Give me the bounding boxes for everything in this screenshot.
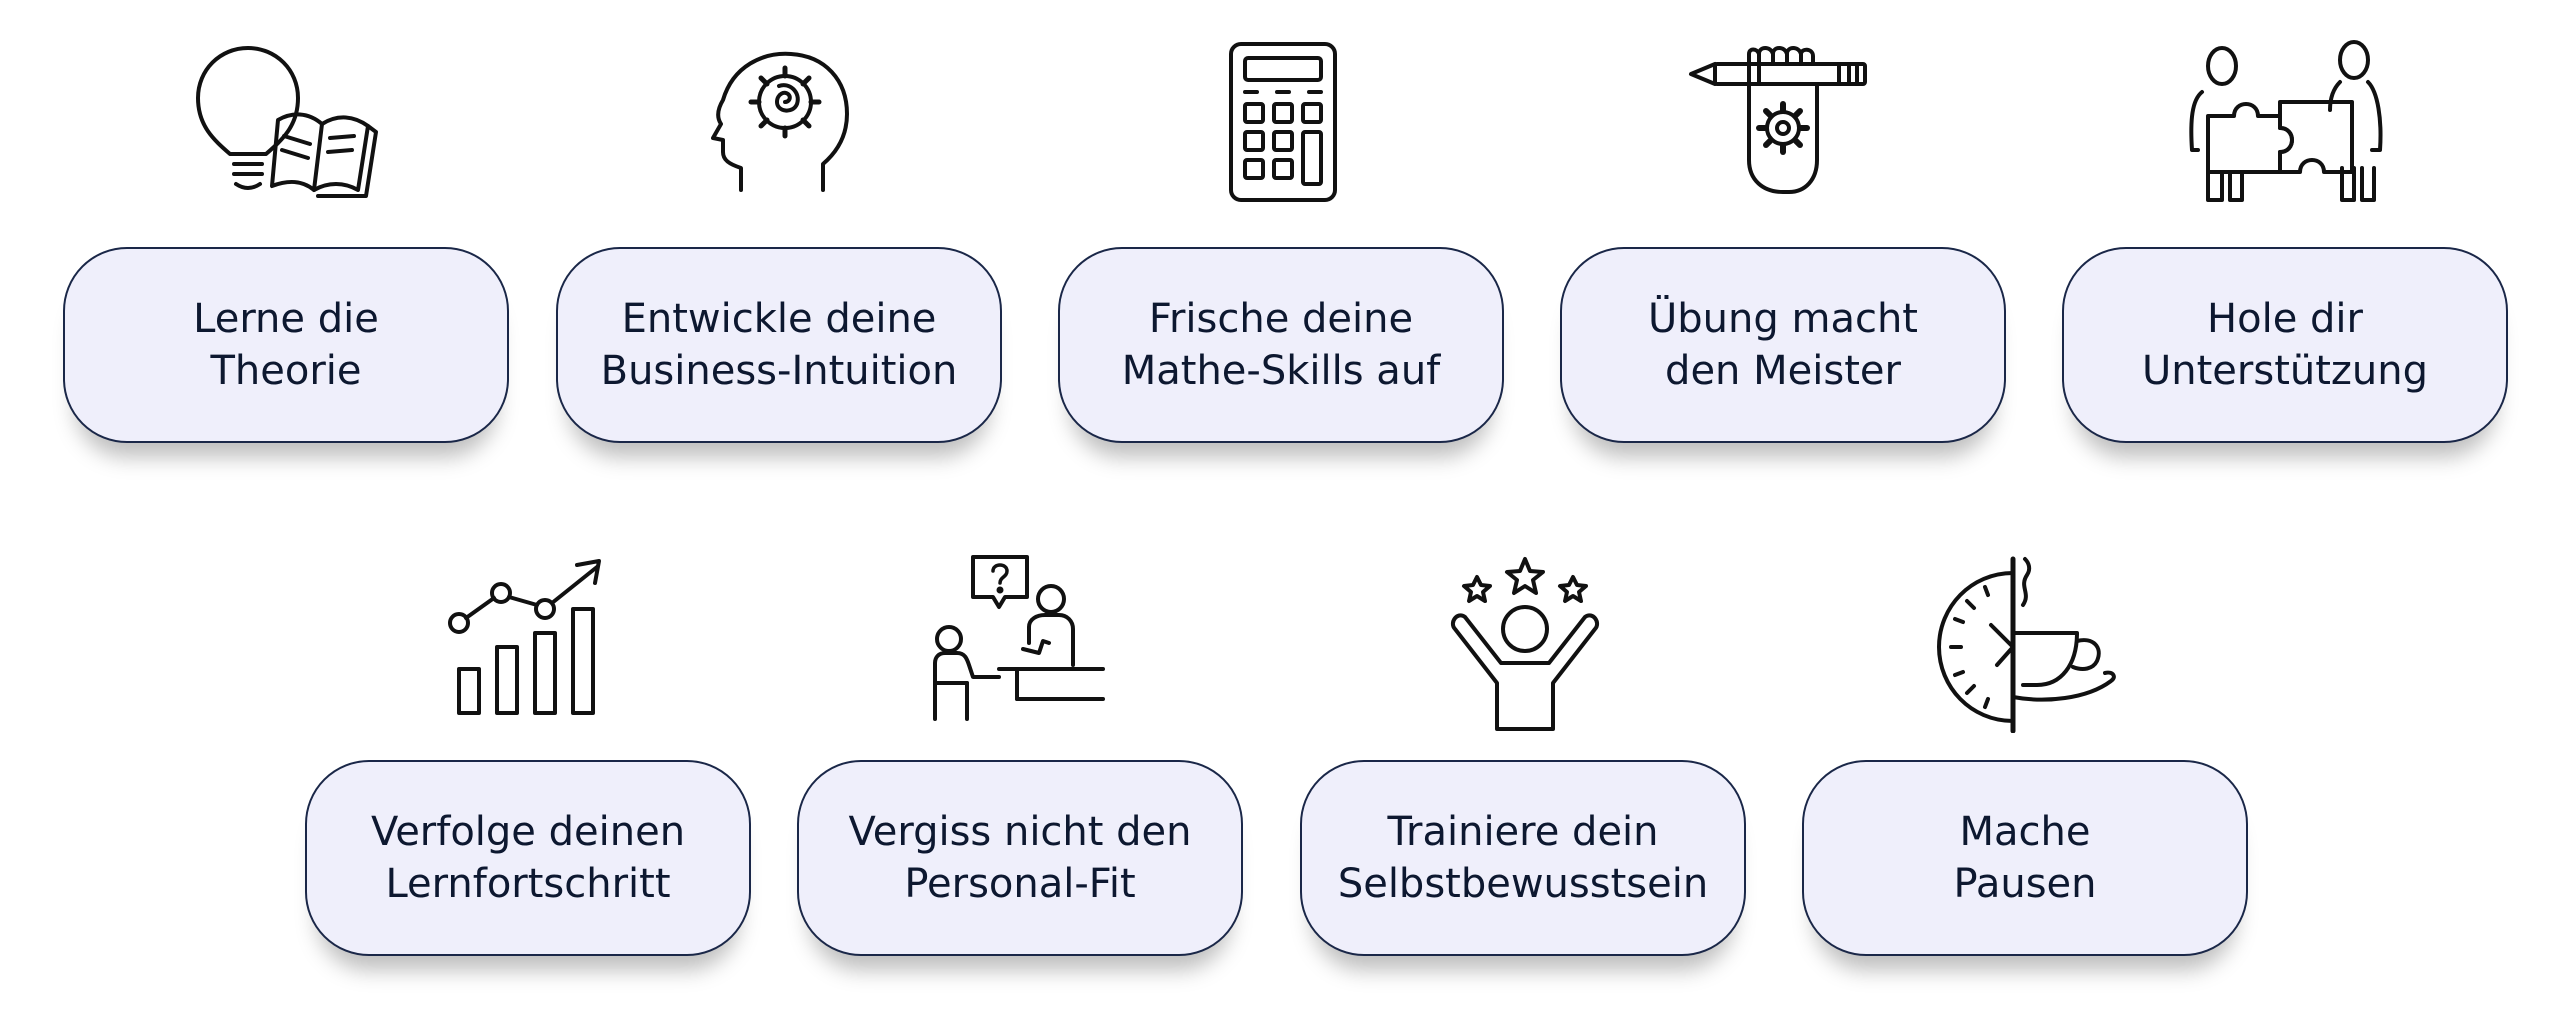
people-puzzle-icon bbox=[2189, 40, 2383, 202]
tip-tile-business-intuition: Entwickle deine Business-Intuition bbox=[556, 40, 1006, 515]
confident-person-icon bbox=[1450, 557, 1600, 731]
tip-card: Vergiss nicht den Personal-Fit bbox=[797, 760, 1243, 956]
tip-tile-confidence: Trainiere dein Selbstbewusstsein bbox=[1300, 553, 1750, 1028]
tip-label-line2: Selbstbewusstsein bbox=[1337, 861, 1709, 907]
tip-tile-math-skills: Frische deine Mathe-Skills auf bbox=[1058, 40, 1508, 515]
lightbulb-book-icon bbox=[196, 46, 378, 198]
tip-label-line2: Business-Intuition bbox=[600, 348, 958, 394]
growth-chart-icon bbox=[448, 559, 601, 715]
tip-card: Mache Pausen bbox=[1802, 760, 2248, 956]
tip-label-line2: Lernfortschritt bbox=[385, 861, 671, 907]
tip-label-line1: Hole dir bbox=[2207, 296, 2363, 342]
tip-label-line2: Personal-Fit bbox=[904, 861, 1136, 907]
tip-tile-learn-theory: Lerne die Theorie bbox=[63, 40, 513, 515]
tip-label-line1: Frische deine bbox=[1148, 296, 1414, 342]
tip-tile-track-progress: Verfolge deinen Lernfortschritt bbox=[305, 553, 755, 1028]
interview-icon bbox=[933, 555, 1105, 721]
tip-label-line2: Pausen bbox=[1953, 861, 2097, 907]
tip-label-line1: Trainiere dein bbox=[1387, 809, 1659, 855]
tip-tile-personal-fit: Vergiss nicht den Personal-Fit bbox=[797, 553, 1247, 1028]
tip-label-line2: Theorie bbox=[210, 348, 362, 394]
brain-gear-icon bbox=[711, 51, 849, 192]
tip-tile-support: Hole dir Unterstützung bbox=[2062, 40, 2512, 515]
tip-label-line2: Mathe-Skills auf bbox=[1121, 348, 1441, 394]
tip-label-line1: Mache bbox=[1959, 809, 2091, 855]
calculator-icon bbox=[1229, 42, 1337, 202]
tip-label-line1: Vergiss nicht den bbox=[848, 809, 1192, 855]
tip-label-line2: Unterstützung bbox=[2141, 348, 2428, 394]
tip-card: Übung macht den Meister bbox=[1560, 247, 2006, 443]
tip-label-line1: Verfolge deinen bbox=[370, 809, 686, 855]
tip-card: Verfolge deinen Lernfortschritt bbox=[305, 760, 751, 956]
tip-card: Hole dir Unterstützung bbox=[2062, 247, 2508, 443]
tip-label-line1: Entwickle deine bbox=[621, 296, 937, 342]
tip-label-line1: Übung macht bbox=[1648, 296, 1918, 342]
tip-tile-breaks: Mache Pausen bbox=[1802, 553, 2252, 1028]
tip-card: Frische deine Mathe-Skills auf bbox=[1058, 247, 1504, 443]
clock-coffee-icon bbox=[1937, 556, 2116, 733]
tip-tile-practice: Übung macht den Meister bbox=[1560, 40, 2010, 515]
tip-label-line2: den Meister bbox=[1665, 348, 1901, 394]
tip-card: Entwickle deine Business-Intuition bbox=[556, 247, 1002, 443]
hand-pencil-gear-icon bbox=[1689, 46, 1867, 194]
tip-label-line1: Lerne die bbox=[193, 296, 379, 342]
tip-card: Trainiere dein Selbstbewusstsein bbox=[1300, 760, 1746, 956]
tip-card: Lerne die Theorie bbox=[63, 247, 509, 443]
